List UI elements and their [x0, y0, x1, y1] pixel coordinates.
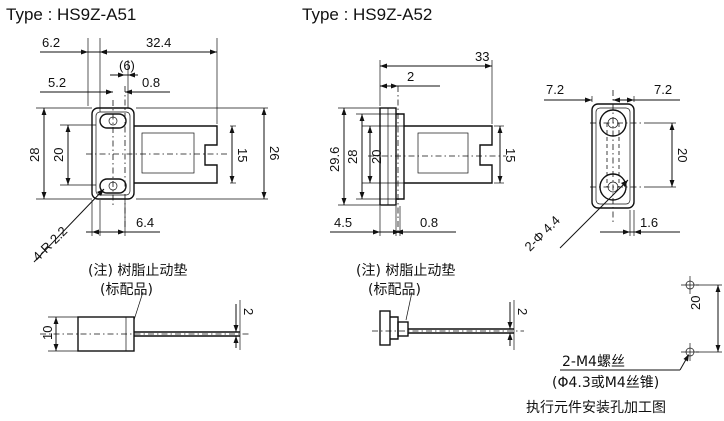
a52-dim-29-6: 29.6: [327, 147, 342, 172]
a52-side-view: [372, 291, 524, 350]
mount-dim-1-6: 1.6: [640, 215, 658, 230]
a51-dim-4-r-2-2: 4-R 2.2: [30, 223, 71, 264]
a51-dim-10: 10: [40, 326, 55, 340]
a51-dim-15: 15: [235, 148, 250, 162]
a52-dim-15: 15: [503, 148, 518, 162]
title-hs9z-a51: Type : HS9Z-A51: [6, 5, 136, 24]
mount-dim-2-phi-4-4: 2-Φ 4.4: [522, 213, 563, 254]
mount-dim-20b: 20: [688, 296, 703, 310]
a51-dim-5-2: 5.2: [48, 75, 66, 90]
mount-hole-layout: [560, 276, 722, 371]
mount-dim-20: 20: [675, 148, 690, 162]
a52-dim-2: 2: [407, 69, 414, 84]
a52-dim-2b: 2: [515, 308, 530, 315]
mount-caption: 执行元件安装孔加工图: [526, 400, 666, 416]
a52-note-standard-item: (标配品): [368, 282, 421, 298]
mount-dim-7-2-right: 7.2: [654, 82, 672, 97]
a51-dim-32-4: 32.4: [146, 35, 171, 50]
a52-note-resin-stopper: (注) 树脂止动垫: [356, 263, 455, 279]
a51-dim-6-4: 6.4: [136, 215, 154, 230]
a51-dim-2: 2: [241, 308, 256, 315]
a51-dim-20: 20: [51, 148, 66, 162]
a51-dim-6: (6): [119, 58, 135, 73]
a51-note-standard-item: (标配品): [100, 282, 153, 298]
a51-top-view: [33, 38, 268, 263]
a52-dim-33: 33: [475, 49, 489, 64]
a51-dim-6-2: 6.2: [42, 35, 60, 50]
a51-note-resin-stopper: (注) 树脂止动垫: [88, 263, 187, 279]
a52-dim-28: 28: [345, 150, 360, 164]
a52-top-view: [330, 60, 506, 236]
a51-dim-26: 26: [267, 146, 282, 160]
title-hs9z-a52: Type : HS9Z-A52: [302, 5, 432, 24]
mount-dim-7-2-left: 7.2: [546, 82, 564, 97]
a51-dim-28: 28: [27, 148, 42, 162]
mount-front-view: [544, 90, 680, 249]
a52-dim-4-5: 4.5: [334, 215, 352, 230]
mount-screw-note: (Φ4.3或M4丝锥): [552, 375, 659, 391]
a51-dim-0-8: 0.8: [142, 75, 160, 90]
a51-side-view: [40, 291, 250, 352]
mount-screw-label: 2-M4螺丝: [562, 354, 625, 370]
a52-dim-0-8: 0.8: [420, 215, 438, 230]
a52-dim-20: 20: [369, 150, 384, 164]
